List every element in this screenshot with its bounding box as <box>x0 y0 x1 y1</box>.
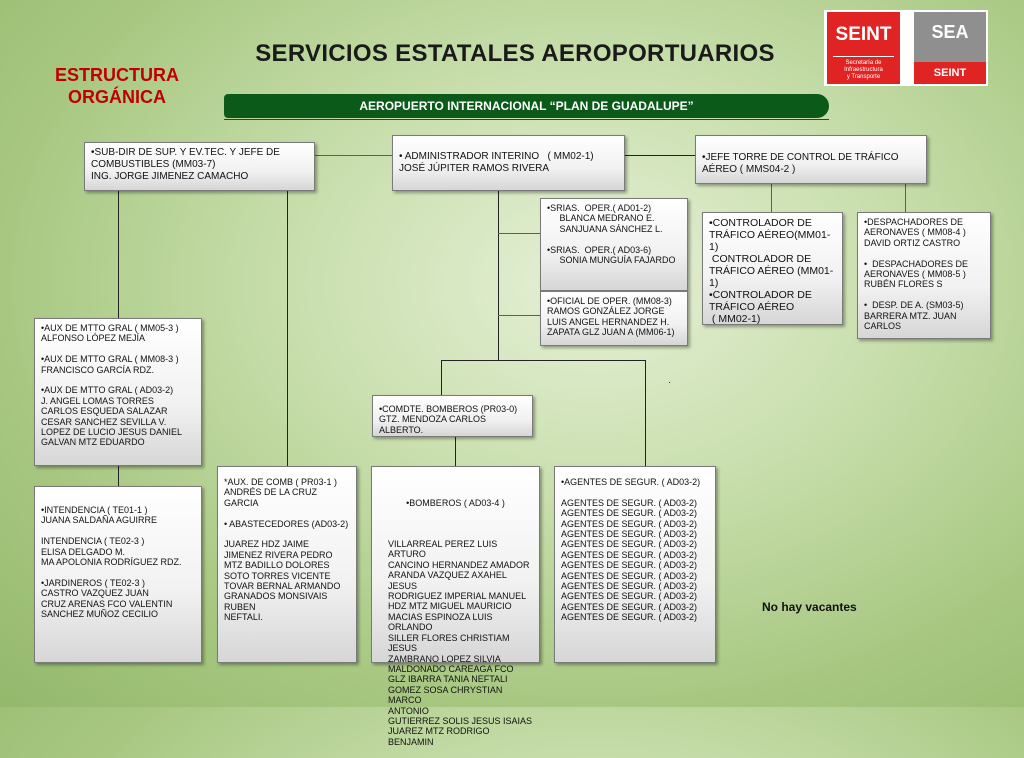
box-subdirector: •SUB-DIR DE SUP. Y EV.TEC. Y JEFE DE COM… <box>84 142 315 191</box>
box-intendencia: •INTENDENCIA ( TE01-1 ) JUANA SALDAÑA AG… <box>34 486 202 663</box>
connector-oficial <box>498 315 540 316</box>
box-comandante-bomberos: •COMDTE. BOMBEROS (PR03-0) GTZ. MENDOZA … <box>372 395 533 437</box>
connector-agentes <box>645 360 646 466</box>
seint-logo-caption: Secretaría de Infraestructura y Transpor… <box>844 60 883 80</box>
connector-jefe-despachadores <box>905 184 906 212</box>
page-subtitle: ESTRUCTURA ORGÁNICA <box>55 65 179 107</box>
sea-logo: SEA SEINT <box>914 12 986 84</box>
box-controladores: •CONTROLADOR DE TRÁFICO AÉREO(MM01-1) CO… <box>702 212 843 325</box>
box-despachadores: •DESPACHADORES DE AERONAVES ( MM08-4 ) D… <box>857 212 991 339</box>
connector-comdte-bomberos <box>455 437 456 466</box>
sea-logo-band: SEINT <box>914 62 986 84</box>
connector-srias <box>498 233 540 234</box>
airport-banner: AEROPUERTO INTERNACIONAL “PLAN DE GUADAL… <box>224 94 829 118</box>
box-secretarias: •SRIAS. OPER.( AD01-2) BLANCA MEDRANO E.… <box>540 198 688 291</box>
seint-logo-text: SEINT <box>835 24 892 45</box>
box-agentes-seguridad: •AGENTES DE SEGUR. ( AD03-2) AGENTES DE … <box>554 466 716 663</box>
box-jefe-torre: •JEFE TORRE DE CONTROL DE TRÁFICO AÉREO … <box>695 135 927 184</box>
box-aux-combustible: *AUX. DE COMB ( PR03-1 ) ANDRÉS DE LA CR… <box>217 466 357 663</box>
connector-admin-jefe <box>625 155 695 156</box>
stray-dot <box>669 382 670 383</box>
connector-subdir-left <box>118 191 119 318</box>
bomberos-title: •BOMBEROS ( AD03-4 ) <box>406 497 505 508</box>
connector-comdte <box>441 360 442 395</box>
box-aux-mantenimiento: •AUX DE MTTO GRAL ( MM05-3 ) ALFONSO LÓP… <box>34 318 202 466</box>
bomberos-list: VILLARREAL PEREZ LUIS ARTURO CANCINO HER… <box>388 539 533 747</box>
connector-subdir-auxcomb <box>287 191 288 466</box>
banner-underline <box>224 119 829 120</box>
no-vacancies-note: No hay vacantes <box>762 600 857 614</box>
box-administrador: • ADMINISTRADOR INTERINO ( MM02-1) JOSÉ … <box>392 135 625 191</box>
connector-admin-trunk <box>498 191 499 361</box>
connector-subdir-admin <box>315 155 392 156</box>
box-oficial-operaciones: •OFICIAL DE OPER. (MM08-3) RAMOS GONZÁLE… <box>540 291 688 346</box>
connector-jefe-controladores <box>771 184 772 212</box>
sea-logo-text: SEA <box>931 22 969 42</box>
seint-logo: SEINT Secretaría de Infraestructura y Tr… <box>827 12 900 84</box>
page-title: SERVICIOS ESTATALES AEROPORTUARIOS <box>255 40 775 67</box>
connector-hbar <box>441 360 646 361</box>
connector-aux-intendencia <box>118 466 119 486</box>
box-bomberos: •BOMBEROS ( AD03-4 ) VILLARREAL PEREZ LU… <box>371 466 540 747</box>
seint-logo-divider <box>833 56 894 57</box>
